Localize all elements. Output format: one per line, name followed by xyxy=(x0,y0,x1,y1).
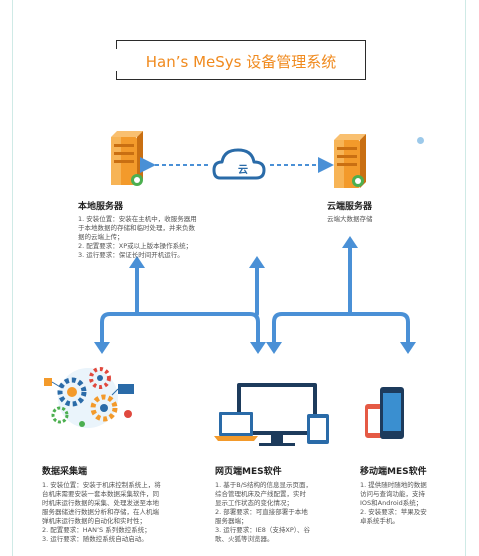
data-collection-title: 数据采集端 xyxy=(42,467,88,477)
local-server-icon xyxy=(111,131,143,186)
cloud-server-title: 云端服务器 xyxy=(327,202,373,212)
phone-icon xyxy=(365,387,404,439)
desc-line: 时机床运行数据的采集、处理发送至本地 xyxy=(42,499,159,507)
cloud-icon xyxy=(212,148,266,180)
desc-line: 歌、火狐等浏览器。 xyxy=(215,535,274,543)
page-title: Han’s MeSys 设备管理系统 xyxy=(145,53,337,71)
desc-line: 3. 运行要求：保证长时间开机运行。 xyxy=(78,251,184,259)
desc-line: 综合管理机床及产线配置，实时 xyxy=(215,490,306,498)
gear-cluster-icon xyxy=(44,367,134,428)
desc-line: 云端大数据存储 xyxy=(327,215,373,223)
desc-line: 3. 运行要求：随数控系统自动启动。 xyxy=(42,535,148,543)
laptop-icon xyxy=(214,412,258,441)
mobile-mes-title: 移动端MES软件 xyxy=(360,467,427,477)
desc-line: 2. 配置要求：HAN’S 系列数控系统； xyxy=(42,526,151,534)
desc-line: 服务器端； xyxy=(215,517,248,525)
desc-line: IOS和Android系统； xyxy=(360,499,423,507)
cloud-server-desc: 云端大数据存储 xyxy=(327,215,373,224)
local-server-desc: 1. 安装位置：安装在主机中，收服务器用 于本地数据的存储和临时处理，并来负数 … xyxy=(78,215,197,260)
desc-line: 1. 安装位置：安装于机床控制系统上，将 xyxy=(42,481,161,489)
desc-line: 卓系统手机。 xyxy=(360,517,399,525)
mobile-mes-desc: 1. 提供随时随地的数据 访问与查询功能，支持 IOS和Android系统； 2… xyxy=(360,481,427,526)
desktop-monitor-icon xyxy=(237,383,317,446)
cloud-server-icon xyxy=(334,134,366,188)
cloud-label: 云 xyxy=(238,165,248,176)
desc-line: 据的云端上传； xyxy=(78,233,124,241)
web-mes-title: 网页端MES软件 xyxy=(215,467,282,477)
decorative-dot xyxy=(417,137,424,144)
flow-arrows xyxy=(100,243,410,347)
page-frame xyxy=(12,0,466,556)
arrowheads xyxy=(94,236,416,354)
desc-line: 1. 基于B/S结构的信息显示页面， xyxy=(215,481,313,489)
desc-line: 2. 安装要求：苹果及安 xyxy=(360,508,427,516)
data-collection-desc: 1. 安装位置：安装于机床控制系统上，将 台机床需要安装一套本数据采集软件，同 … xyxy=(42,481,161,544)
local-server-title: 本地服务器 xyxy=(78,202,124,212)
title-box: Han’s MeSys 设备管理系统 xyxy=(115,40,366,80)
desc-line: 台机床需要安装一套本数据采集软件，同 xyxy=(42,490,159,498)
desc-line: 服务器储进行数据分析和存储，在人机端 xyxy=(42,508,159,516)
web-mes-desc: 1. 基于B/S结构的信息显示页面， 综合管理机床及产线配置，实时 显示工作状态… xyxy=(215,481,312,544)
desc-line: 2. 配置要求：XP或以上版本操作系统； xyxy=(78,242,193,250)
desc-line: 访问与查询功能，支持 xyxy=(360,490,425,498)
desc-line: 1. 安装位置：安装在主机中，收服务器用 xyxy=(78,215,197,223)
desc-line: 弹机床运行数据的自动化和实时性； xyxy=(42,517,146,525)
desc-line: 1. 提供随时随地的数据 xyxy=(360,481,427,489)
tablet-icon xyxy=(307,414,329,444)
desc-line: 3. 运行要求：IE8（支持XP）、谷 xyxy=(215,526,311,534)
desc-line: 显示工作状态的变化情况； xyxy=(215,499,293,507)
desc-line: 2. 部署要求：可直接部署于本地 xyxy=(215,508,308,516)
desc-line: 于本地数据的存储和临时处理，并来负数 xyxy=(78,224,195,232)
